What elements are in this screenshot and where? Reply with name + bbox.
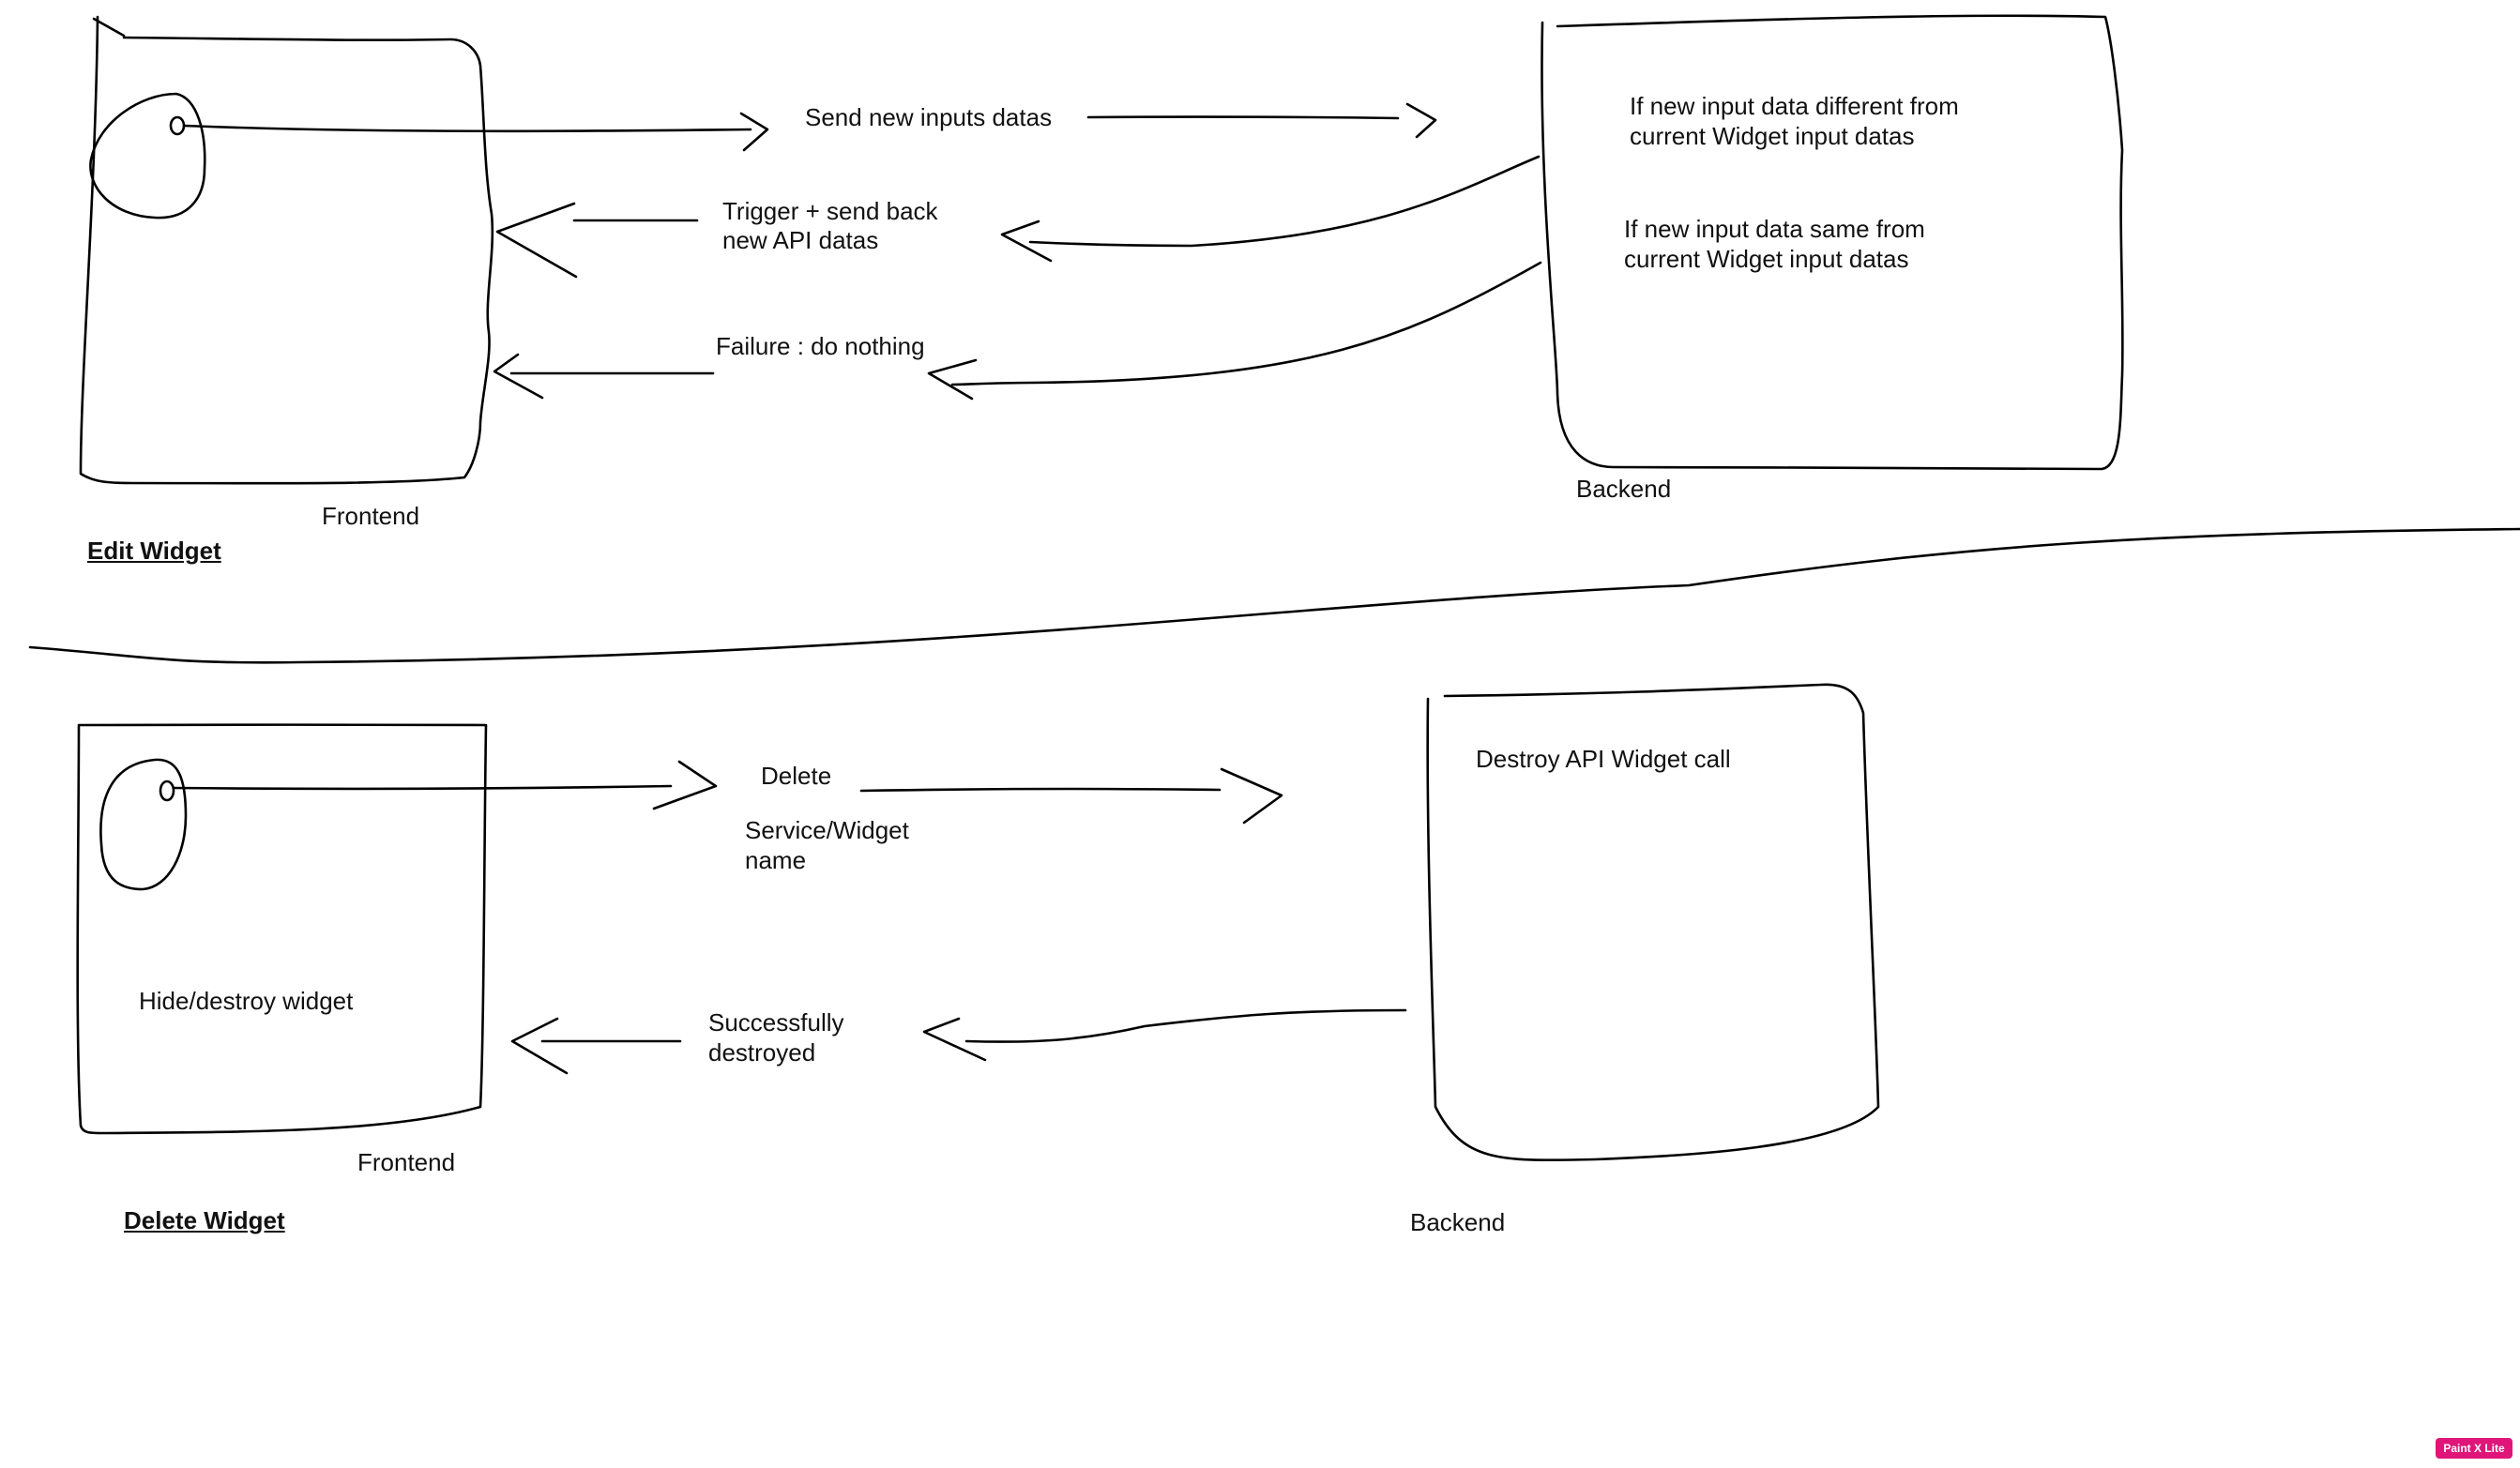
delete-frontend-box [76, 723, 488, 1135]
edit-backend-box [1541, 14, 2124, 471]
delete-widget-title: Delete Widget [124, 1206, 285, 1234]
watermark-badge: Paint X Lite [2436, 1438, 2512, 1459]
delete-frontend-label: Frontend [357, 1148, 456, 1176]
service-label-line2: name [745, 846, 807, 874]
hide-destroy-label: Hide/destroy widget [139, 987, 354, 1015]
delete-button-icon [159, 779, 175, 802]
edit-frontend-box [79, 15, 494, 485]
destroy-api-note: Destroy API Widget call [1476, 745, 1731, 773]
edit-widget-circle [89, 92, 206, 219]
edit-frontend-label: Frontend [322, 502, 420, 530]
trigger-label-line2: new API datas [722, 226, 879, 254]
backend-note-different-line2: current Widget input datas [1630, 122, 1915, 150]
delete-widget-circle [99, 758, 188, 891]
edit-backend-label: Backend [1576, 475, 1672, 503]
service-label-line1: Service/Widget [745, 816, 909, 844]
success-label-line2: destroyed [708, 1038, 816, 1067]
failure-label: Failure : do nothing [716, 332, 925, 360]
section-divider [28, 527, 2520, 664]
edit-widget-title: Edit Widget [87, 537, 221, 565]
trigger-label-line1: Trigger + send back [722, 197, 938, 225]
delete-label: Delete [761, 762, 832, 790]
backend-note-same-line2: current Widget input datas [1624, 245, 1909, 273]
backend-note-different-line1: If new input data different from [1630, 92, 1959, 120]
delete-backend-box [1426, 683, 1880, 1162]
backend-note-same-line1: If new input data same from [1624, 215, 1925, 243]
delete-backend-label: Backend [1410, 1208, 1506, 1236]
success-label-line1: Successfully [708, 1008, 844, 1037]
send-data-label: Send new inputs datas [805, 103, 1053, 131]
edit-button-icon [169, 115, 186, 136]
